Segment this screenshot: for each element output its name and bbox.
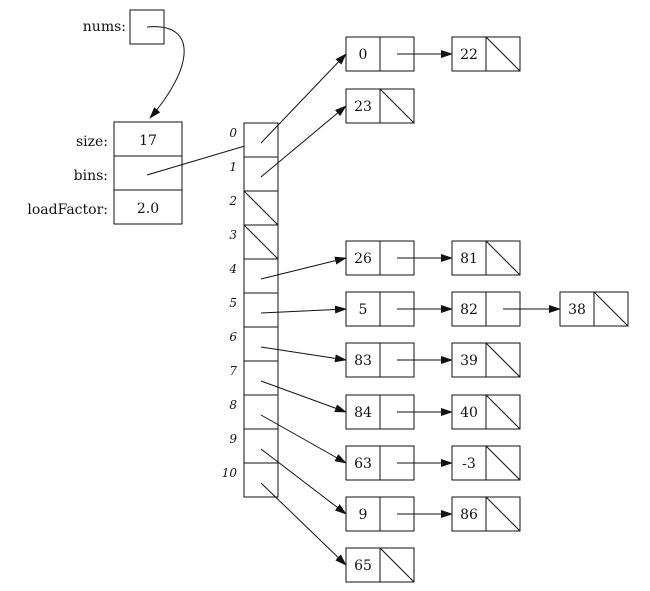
bin-index-10: 10 — [222, 466, 238, 480]
node-value: 65 — [354, 558, 372, 574]
nums-label: nums: — [83, 19, 126, 35]
node-value: 81 — [460, 251, 478, 267]
size-field — [113, 121, 183, 157]
node-value: 0 — [359, 47, 368, 63]
bin-index-4: 4 — [228, 262, 237, 276]
bin-cell-7 — [243, 360, 279, 396]
bin-cell-10 — [243, 462, 279, 498]
node-value: 23 — [354, 99, 372, 115]
node-value: 22 — [460, 47, 478, 63]
bin-cell-0 — [243, 122, 279, 158]
bin-index-0: 0 — [229, 126, 237, 140]
node-value: 5 — [359, 302, 368, 318]
bin-index-2: 2 — [228, 194, 237, 208]
bin-index-1: 1 — [229, 160, 237, 174]
bin-null-slash-3 — [243, 224, 279, 260]
bin-pointer-arrow-10 — [260, 482, 347, 566]
node-null-slash — [485, 394, 521, 430]
bin-cell-5 — [243, 292, 279, 328]
node-value: 86 — [460, 507, 478, 523]
node-value: -3 — [462, 456, 476, 472]
bins-field — [113, 155, 183, 191]
node-null-slash — [485, 240, 521, 276]
bin-index-3: 3 — [229, 228, 237, 242]
node-null-slash — [485, 342, 521, 378]
load-factor-field — [113, 189, 183, 225]
nums-pointer-arrow — [146, 26, 185, 119]
bin-null-slash-2 — [243, 190, 279, 226]
bin-index-9: 9 — [229, 432, 237, 446]
bins-array: 0 1 2 3 4 5 6 7 8 9 10 — [222, 122, 279, 498]
size-label: size: — [76, 134, 108, 150]
node-null-slash — [379, 88, 415, 124]
bucket-chains: 0 22 23 26 81 5 82 38 83 39 84 40 63 -3 9 86 65 — [260, 36, 629, 583]
node-null-slash — [485, 496, 521, 532]
node-value: 82 — [460, 302, 478, 318]
node-value: 39 — [460, 353, 478, 369]
bins-label: bins: — [74, 168, 108, 184]
bin-pointer-arrow-9 — [260, 448, 347, 515]
node-null-slash — [485, 36, 521, 72]
node-value: 83 — [354, 353, 372, 369]
bin-pointer-arrow-1 — [260, 105, 347, 178]
size-value: 17 — [139, 133, 157, 149]
node-value: 26 — [354, 251, 372, 267]
bin-pointer-arrow-0 — [260, 53, 347, 144]
bin-pointer-arrow-5 — [260, 305, 347, 314]
node-value: 9 — [359, 507, 368, 523]
bin-index-8: 8 — [229, 398, 237, 412]
bin-index-5: 5 — [229, 296, 237, 310]
node-null-slash — [593, 291, 629, 327]
node-value: 63 — [354, 456, 372, 472]
bin-cell-1 — [243, 156, 279, 192]
bin-index-7: 7 — [229, 364, 237, 378]
node-value: 40 — [460, 405, 478, 421]
load-factor-value: 2.0 — [137, 201, 159, 217]
node-null-slash — [379, 547, 415, 583]
bin-pointer-arrow-8 — [260, 414, 347, 464]
load-factor-label: loadFactor: — [27, 202, 108, 218]
bin-cell-6 — [243, 326, 279, 362]
bin-cell-8 — [243, 394, 279, 430]
node-null-slash — [485, 445, 521, 481]
bin-pointer-arrow-7 — [260, 380, 347, 413]
node-value: 84 — [354, 405, 372, 421]
node-value: 38 — [568, 302, 586, 318]
bin-index-6: 6 — [229, 330, 237, 344]
bin-pointer-arrow-4 — [260, 256, 347, 280]
bin-pointer-arrow-6 — [260, 346, 347, 363]
bins-pointer-arrow — [146, 142, 256, 176]
